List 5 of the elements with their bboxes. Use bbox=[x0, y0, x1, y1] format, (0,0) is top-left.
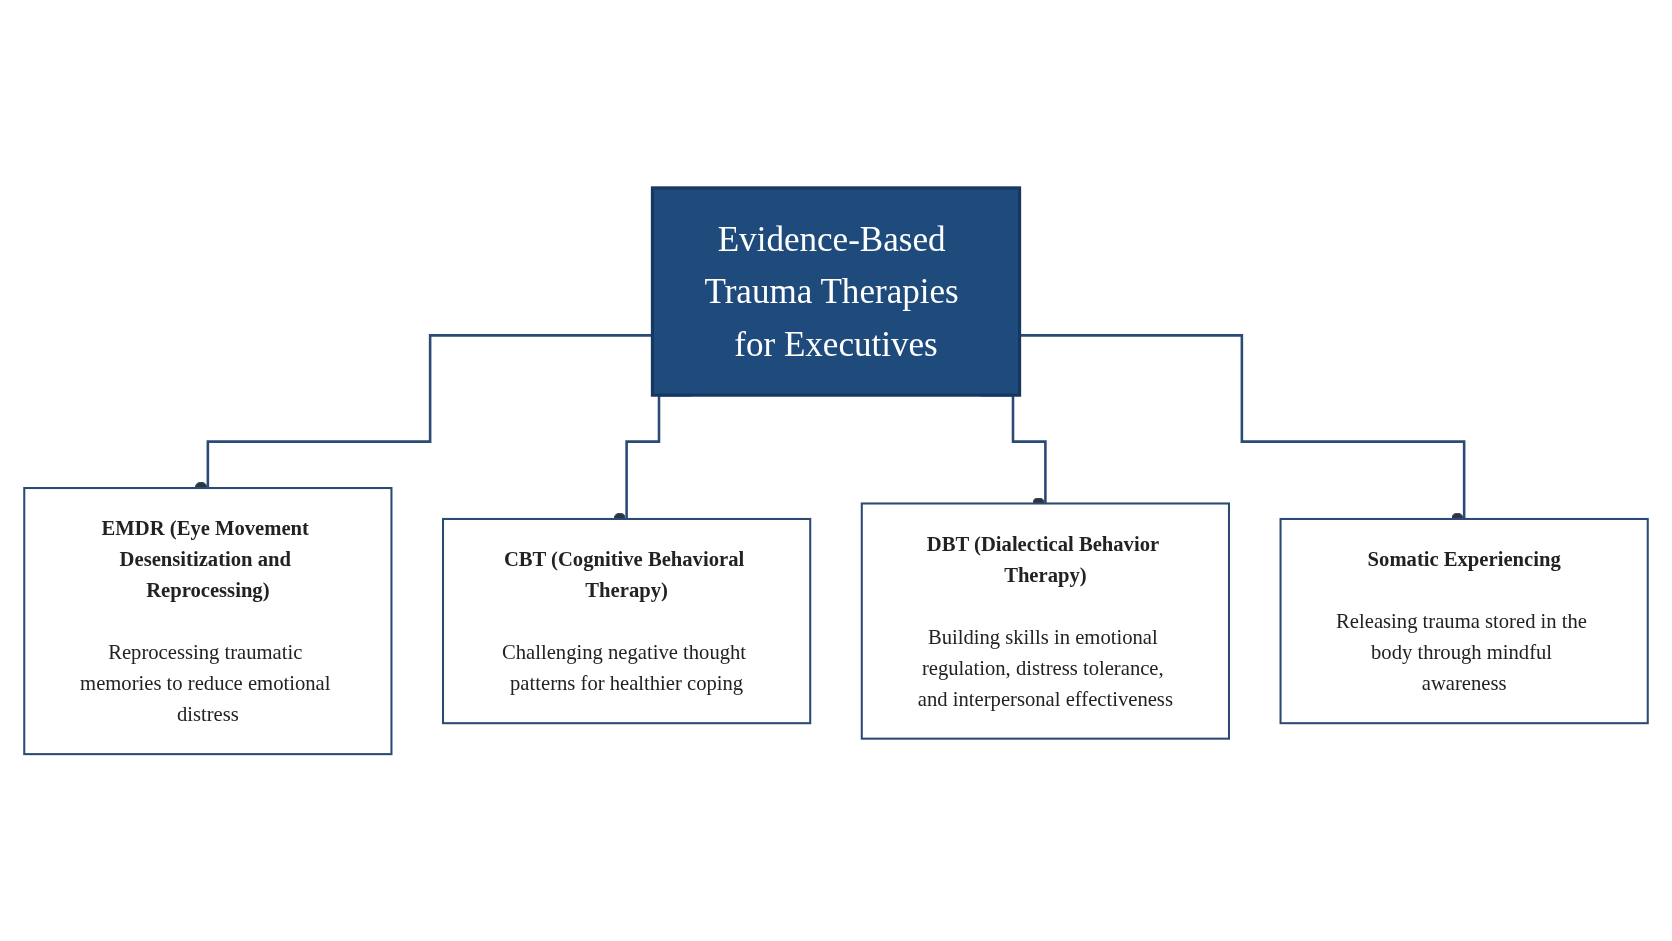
node-box: Evidence-Based Trauma Therapies for Executives bbox=[650, 185, 1022, 397]
node-box: Somatic Experiencing Releasing trauma stored in the body through mindful awareness bbox=[1279, 517, 1649, 724]
node-box: EMDR (Eye Movement Desensitization and Reprocessing) Reprocessing traumatic memories to reduce emotional distress bbox=[23, 486, 393, 755]
node-box: DBT (Dialectical Behavior Therapy) Building skills in emotional regulation, distress tolerance, and interpersonal effectiveness bbox=[860, 501, 1230, 740]
node-box: CBT (Cognitive Behavioral Therapy) Challenging negative thought patterns for healthier coping bbox=[442, 517, 812, 724]
